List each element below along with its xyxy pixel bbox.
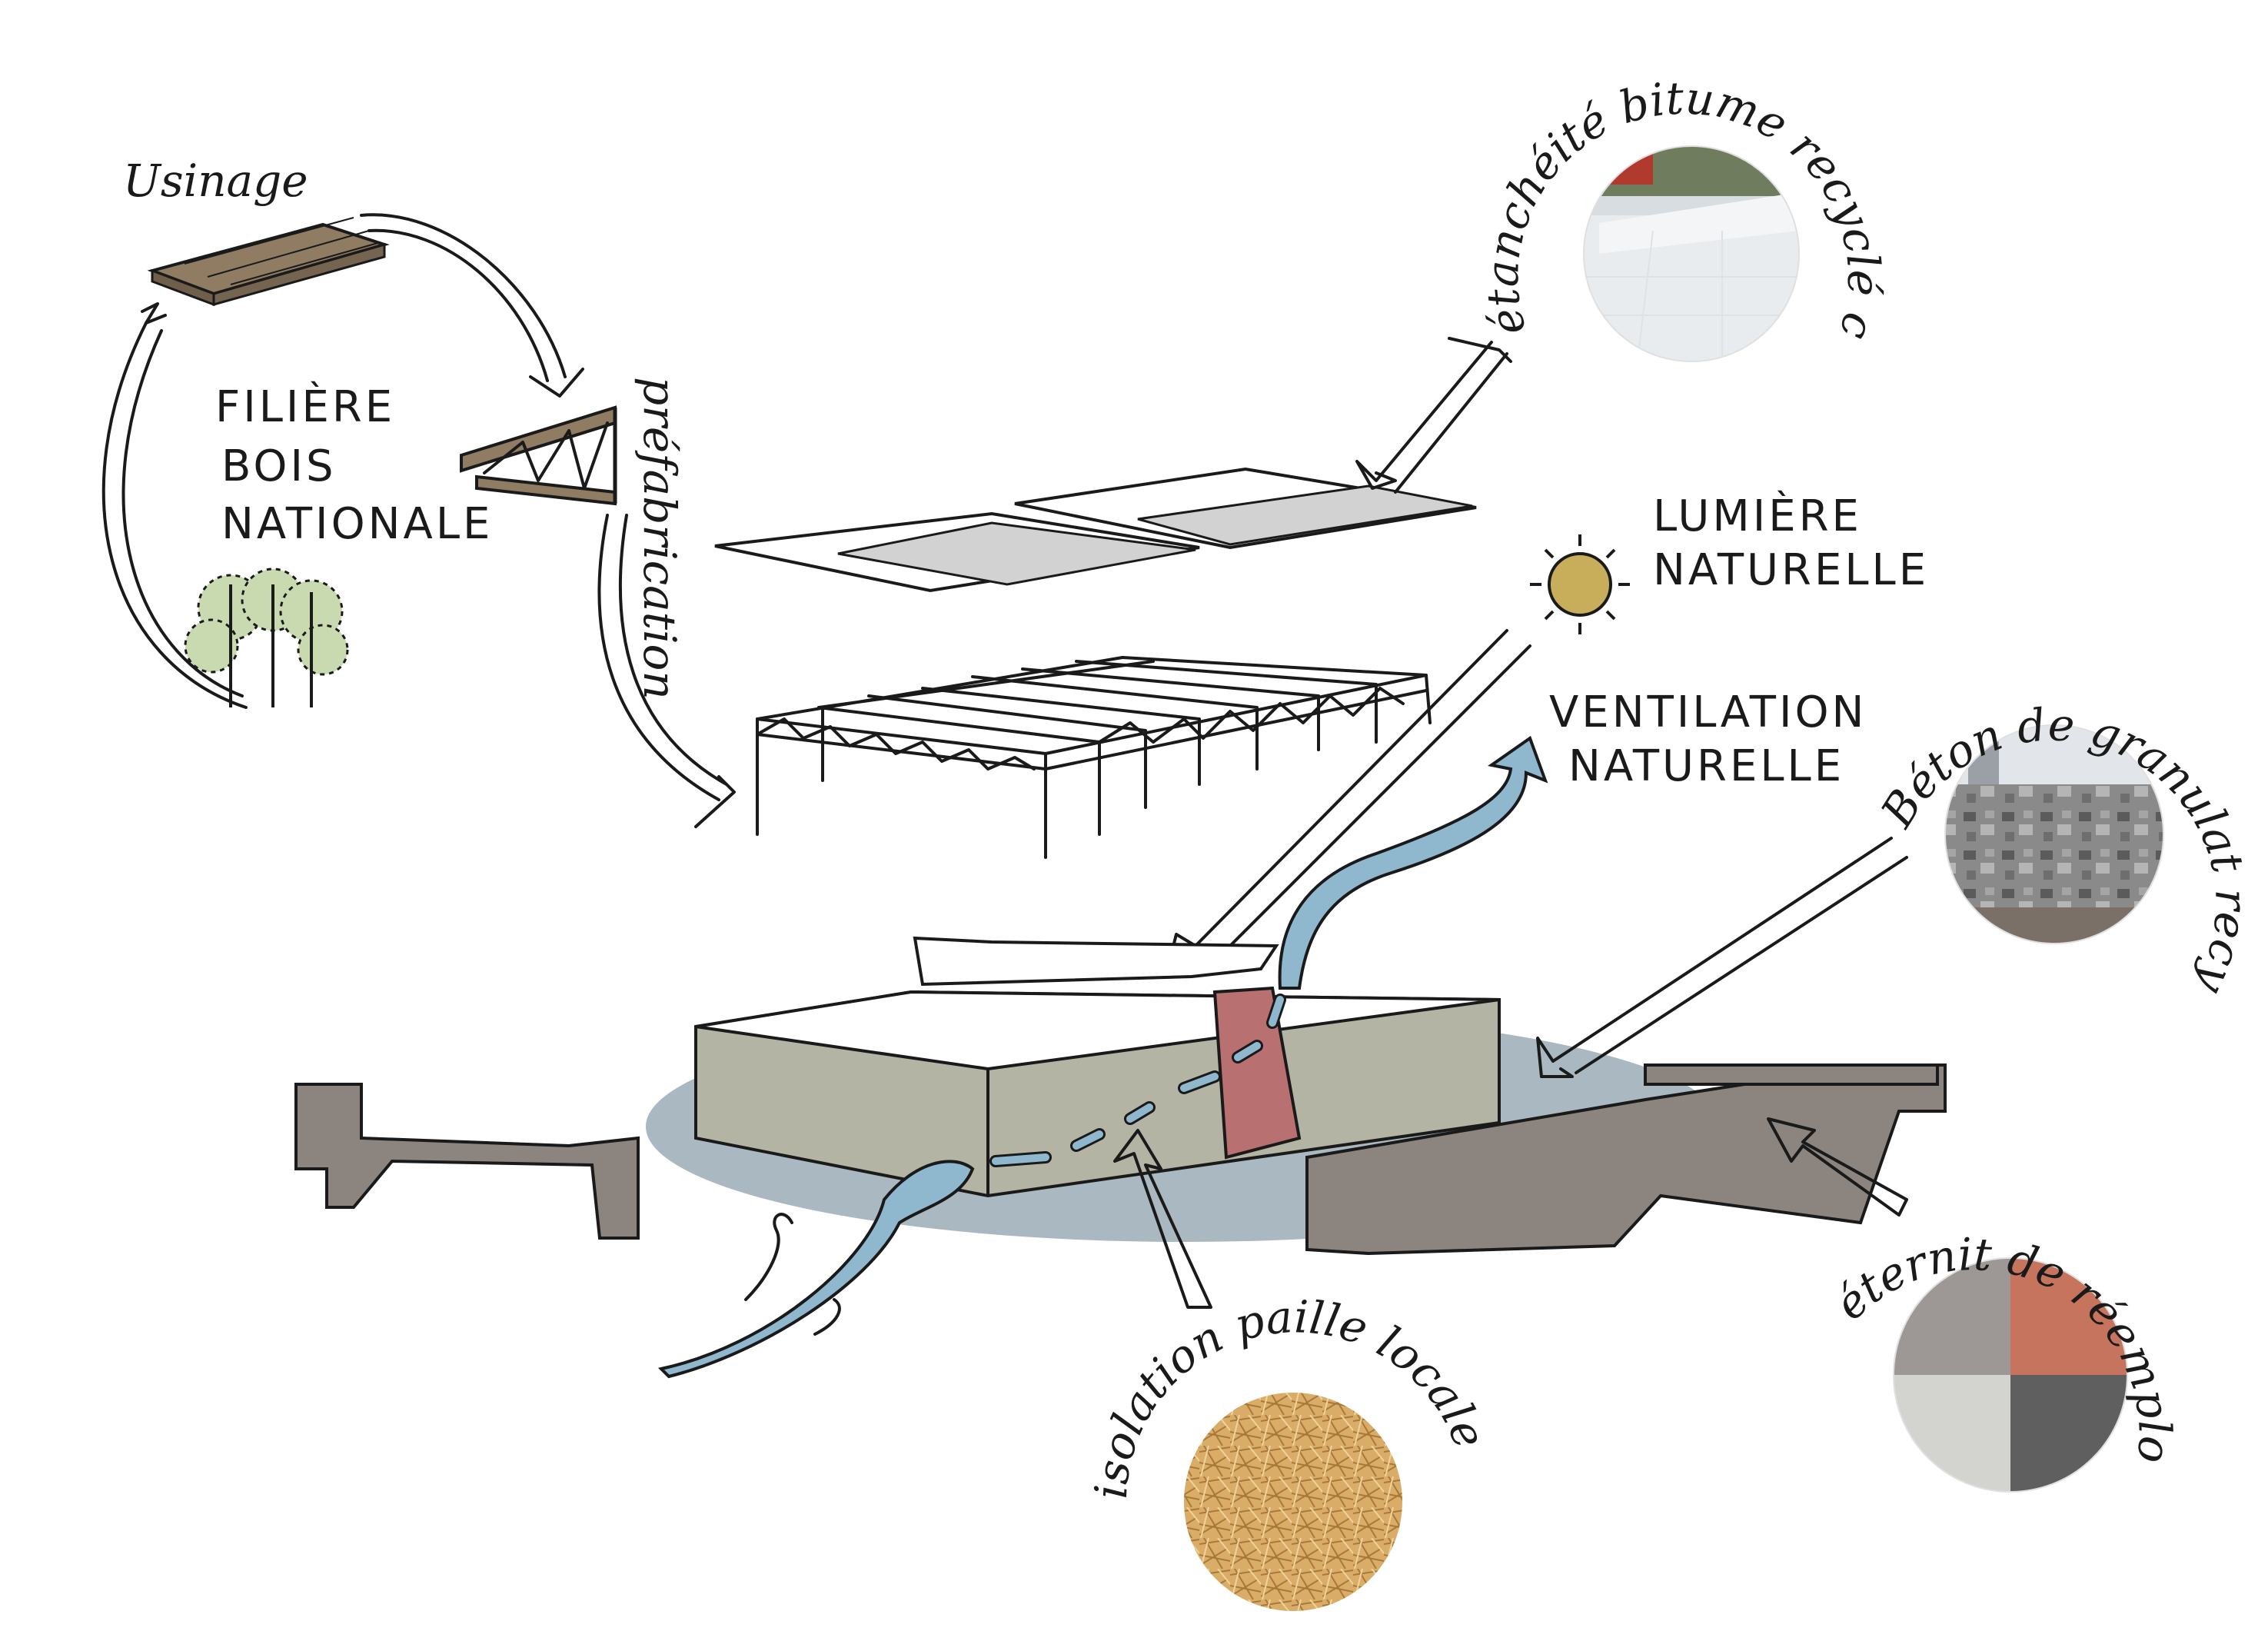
sun-icon bbox=[1530, 534, 1630, 634]
ventilation-label-line2: NATURELLE bbox=[1568, 741, 1844, 791]
straw-photo bbox=[1184, 1393, 1402, 1611]
roof-panels bbox=[714, 467, 1477, 593]
building-volume bbox=[694, 936, 1501, 1198]
etancheite-arrow-shaft bbox=[1448, 337, 1512, 363]
eternit-arrow bbox=[1767, 1117, 1908, 1217]
prefabrication-label: préfabrication bbox=[634, 377, 686, 700]
eternit-photo bbox=[1893, 1257, 2128, 1493]
ventilation-slot bbox=[1212, 986, 1302, 1160]
external-slabs bbox=[294, 1063, 1947, 1256]
beton-arrow bbox=[1536, 837, 1908, 1078]
ventilation-label-line1: VENTILATION bbox=[1549, 687, 1867, 737]
air-flow-icon bbox=[657, 735, 1548, 1379]
lumiere-label-line1: LUMIÈRE bbox=[1653, 491, 1862, 541]
usinage-label: Usinage bbox=[123, 155, 308, 207]
filiere-label-line3: NATIONALE bbox=[221, 499, 493, 549]
cycle-arrow-top-inner bbox=[367, 228, 549, 382]
isolation-arrow bbox=[1113, 1129, 1212, 1309]
timber-truss-icon bbox=[460, 405, 617, 506]
prefab-arrow-head bbox=[694, 775, 736, 828]
light-arrow bbox=[1167, 629, 1531, 967]
prefab-arrow bbox=[597, 514, 720, 801]
filiere-label-line2: BOIS bbox=[221, 441, 337, 491]
etancheite-arrow bbox=[1355, 341, 1508, 494]
trees-icon bbox=[184, 568, 349, 707]
prefab-arrow-inner bbox=[618, 514, 728, 786]
wood-planks-icon bbox=[147, 217, 390, 307]
timber-frame bbox=[756, 656, 1432, 859]
cycle-arrow-top-head bbox=[529, 368, 584, 398]
filiere-label-line1: FILIÈRE bbox=[215, 382, 395, 432]
cycle-arrow-left-inner bbox=[121, 329, 244, 697]
roof-membrane-photo bbox=[1583, 145, 1800, 362]
lumiere-label-line2: NATURELLE bbox=[1653, 545, 1929, 595]
cycle-arrow-top bbox=[360, 213, 567, 378]
cycle-arrow-left bbox=[101, 302, 248, 709]
